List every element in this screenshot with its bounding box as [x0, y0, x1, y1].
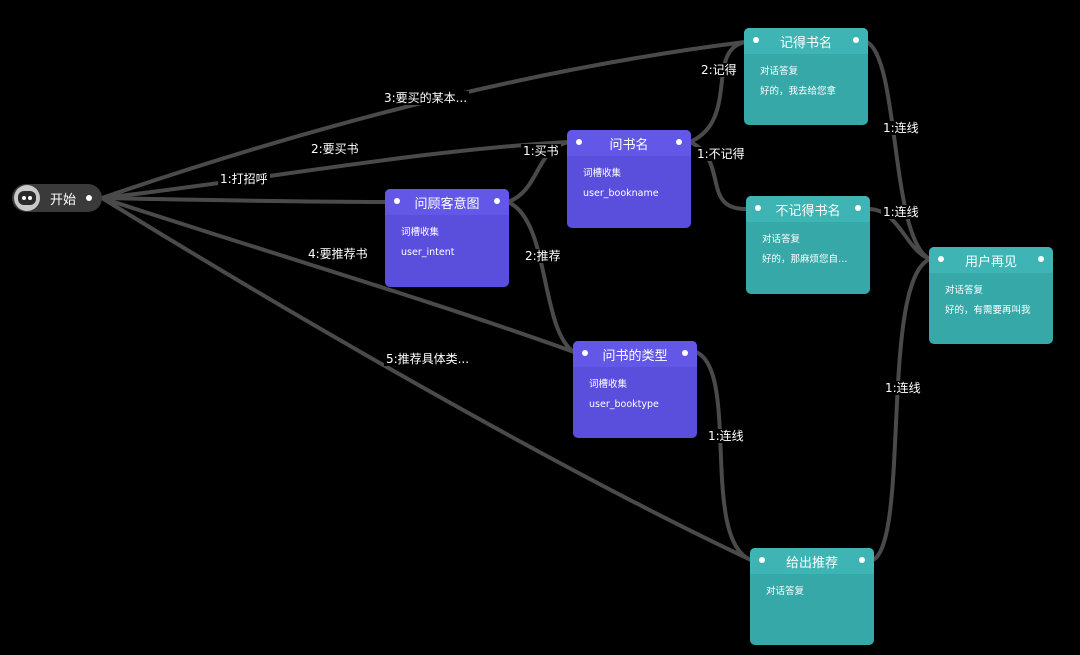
start-node[interactable]: 开始: [12, 184, 102, 212]
output-port[interactable]: [676, 139, 682, 145]
input-port[interactable]: [938, 256, 944, 262]
node-type: 词槽收集: [583, 168, 622, 179]
node-remember[interactable]: 记得书名 对话答复 好的，我去给您拿: [744, 28, 868, 125]
node-title: 不记得书名: [775, 203, 841, 219]
edge-label: 1:不记得: [695, 147, 747, 161]
edge-start-intent[interactable]: [100, 196, 388, 204]
node-forget[interactable]: 不记得书名 对话答复 好的，那麻烦您自…: [746, 196, 870, 294]
input-port[interactable]: [753, 37, 759, 43]
edge-label: 1:连线: [706, 429, 746, 443]
edge-label: 5:推荐具体类...: [384, 352, 472, 366]
node-title: 给出推荐: [785, 555, 838, 571]
edge-bookname-remember[interactable]: [688, 40, 747, 144]
edge-label: 2:推荐: [523, 249, 563, 263]
edge-forget-bye[interactable]: [867, 207, 932, 261]
output-port[interactable]: [859, 557, 865, 563]
input-port[interactable]: [394, 198, 400, 204]
output-port[interactable]: [86, 195, 92, 201]
output-port[interactable]: [855, 205, 861, 211]
node-type: 词槽收集: [401, 227, 440, 238]
edge-start-booktype[interactable]: [100, 196, 576, 354]
start-label: 开始: [50, 192, 77, 208]
edge-label: 1:连线: [881, 205, 921, 219]
edge-start-remember[interactable]: [100, 40, 747, 200]
node-type: 对话答复: [762, 234, 801, 245]
node-title: 记得书名: [779, 35, 832, 51]
input-port[interactable]: [582, 350, 588, 356]
node-value: 好的，有需要再叫我: [945, 305, 1031, 316]
node-intent[interactable]: 问顾客意图 词槽收集 user_intent: [385, 189, 509, 287]
edge-start-recommend[interactable]: [100, 196, 753, 562]
edge-label: 4:要推荐书: [306, 247, 370, 261]
output-port[interactable]: [682, 350, 688, 356]
edge-remember-bye[interactable]: [865, 40, 932, 261]
edge-start-bookname[interactable]: [100, 140, 570, 200]
input-port[interactable]: [759, 557, 765, 563]
edge-label: 1:打招呼: [218, 172, 270, 186]
node-type: 对话答复: [766, 586, 805, 597]
edge-label: 1:连线: [883, 381, 923, 395]
node-value: user_intent: [401, 247, 455, 258]
node-type: 词槽收集: [589, 379, 628, 390]
node-recommend[interactable]: 给出推荐 对话答复: [750, 548, 874, 645]
input-port[interactable]: [755, 205, 761, 211]
edge-label: 1:连线: [881, 121, 921, 135]
edge-intent-booktype[interactable]: [506, 200, 576, 354]
node-title: 用户再见: [964, 254, 1017, 270]
node-bookname[interactable]: 问书名 词槽收集 user_bookname: [567, 130, 691, 228]
node-type: 对话答复: [945, 285, 984, 296]
edge-label: 1:买书: [521, 144, 561, 158]
node-bye[interactable]: 用户再见 对话答复 好的，有需要再叫我: [929, 247, 1053, 344]
node-value: 好的，我去给您拿: [760, 86, 837, 97]
edge-label: 2:记得: [699, 63, 739, 77]
output-port[interactable]: [853, 37, 859, 43]
edge-label: 3:要买的某本...: [382, 91, 470, 105]
node-title: 问顾客意图: [414, 196, 480, 212]
edge-label: 2:要买书: [309, 142, 361, 156]
node-title: 问书名: [609, 137, 649, 153]
edge-recommend-bye[interactable]: [871, 257, 932, 562]
output-port[interactable]: [494, 198, 500, 204]
robot-icon: [14, 185, 40, 211]
output-port[interactable]: [1038, 256, 1044, 262]
node-type: 对话答复: [760, 66, 799, 77]
node-value: user_booktype: [589, 399, 659, 410]
node-title: 问书的类型: [602, 348, 668, 364]
input-port[interactable]: [576, 139, 582, 145]
edge-booktype-recommend[interactable]: [694, 350, 753, 562]
node-value: 好的，那麻烦您自…: [762, 254, 848, 265]
node-booktype[interactable]: 问书的类型 词槽收集 user_booktype: [573, 341, 697, 438]
node-value: user_bookname: [583, 188, 659, 199]
